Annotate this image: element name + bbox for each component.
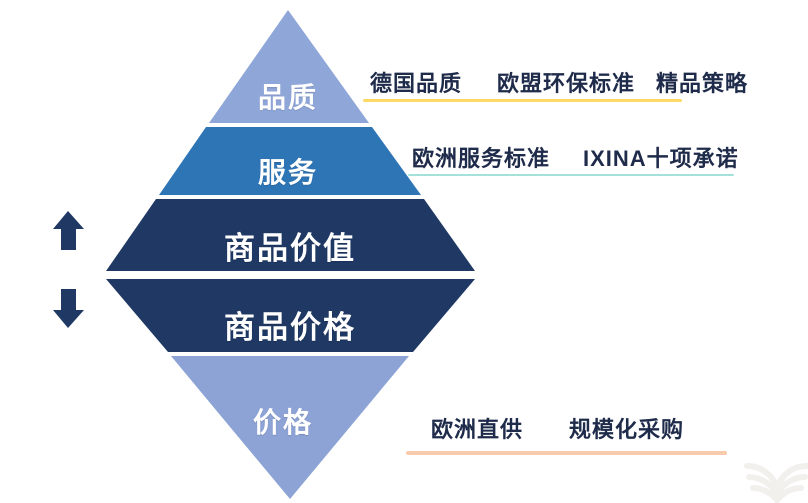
service-annotation-1: 欧洲服务标准: [412, 146, 551, 171]
band-label-quality: 品质: [257, 82, 319, 113]
band-product-value-shape: [106, 199, 475, 271]
band-label-price: 价格: [252, 407, 314, 438]
quality-annotation-2: 欧盟环保标准: [497, 71, 636, 96]
down-arrow-icon: [53, 289, 84, 328]
band-product-price-shape: [106, 279, 475, 352]
band-label-product-price: 商品价格: [224, 310, 356, 345]
band-label-product-value: 商品价值: [224, 231, 356, 266]
quality-annotation-1: 德国品质: [370, 71, 463, 96]
band-service-shape: [159, 127, 421, 195]
service-annotation-2: IXINA十项承诺: [583, 146, 739, 171]
quality-annotation-3: 精品策略: [656, 71, 749, 96]
price-annotation-1: 欧洲直供: [431, 417, 524, 442]
price-underline: [406, 451, 727, 455]
band-price-shape: [171, 356, 409, 499]
feather-watermark-icon: [744, 463, 808, 503]
service-underline: [408, 174, 734, 176]
band-quality-shape: [209, 10, 369, 123]
price-annotation-2: 规模化采购: [569, 417, 685, 442]
quality-underline: [363, 99, 682, 102]
band-label-service: 服务: [257, 157, 319, 188]
up-arrow-icon: [53, 211, 84, 250]
